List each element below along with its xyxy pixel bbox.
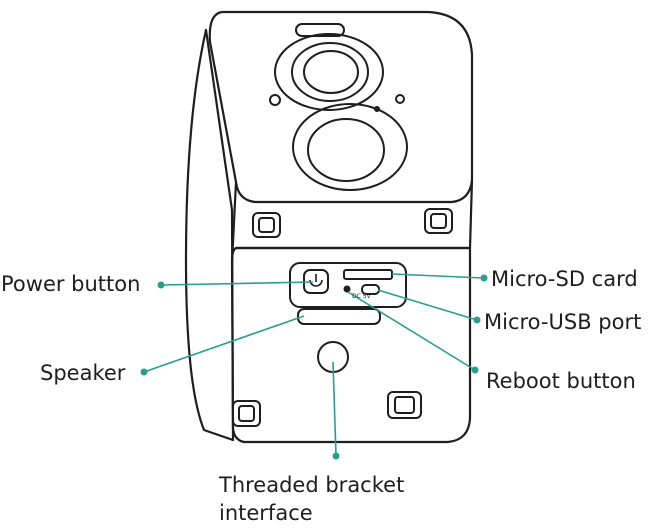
- callout-line-speaker: [143, 315, 305, 373]
- label-threaded-bracket-line2: interface: [219, 501, 313, 525]
- lens-module: [269, 23, 408, 191]
- reboot-pinhole: [343, 285, 351, 293]
- foot-top-left-inner: [258, 217, 275, 233]
- left-sensor: [269, 94, 281, 106]
- callout-line-reboot: [347, 291, 476, 371]
- control-panel: [289, 262, 407, 308]
- camera-housing: [208, 10, 474, 204]
- callout-line-micro-sd: [391, 273, 485, 279]
- callout-line-power: [160, 281, 314, 286]
- speaker-grille: [297, 308, 381, 325]
- callout-line-bracket: [332, 361, 337, 457]
- micro-sd-slot: [343, 269, 393, 280]
- label-micro-usb-port: Micro-USB port: [484, 310, 642, 334]
- upper-lens-ring: [274, 33, 384, 111]
- camera-side-face: [184, 28, 235, 442]
- callout-dot-speaker: [140, 368, 148, 376]
- callout-dot-power: [157, 281, 165, 289]
- upper-lens-glass: [303, 50, 359, 94]
- main-lens-glass: [307, 118, 385, 182]
- label-reboot-button: Reboot button: [486, 369, 636, 393]
- upper-lens-ring-inner: [291, 42, 369, 102]
- label-threaded-bracket-line1: Threaded bracket: [219, 473, 405, 497]
- dc-5v-marking: DC 5V: [352, 293, 371, 300]
- label-power-button: Power button: [1, 272, 141, 296]
- foot-bottom-left: [232, 400, 261, 427]
- callout-dot-reboot: [471, 366, 479, 374]
- callout-dot-bracket: [332, 452, 340, 460]
- foot-top-left: [252, 212, 281, 238]
- camera-edge-front-right: [468, 178, 474, 250]
- foot-bottom-right: [387, 391, 422, 419]
- main-lens-ring: [292, 103, 408, 191]
- label-speaker: Speaker: [40, 361, 126, 385]
- callout-line-micro-usb: [377, 289, 478, 321]
- right-sensor: [395, 94, 405, 104]
- label-micro-sd-card: Micro-SD card: [491, 267, 638, 291]
- foot-bottom-left-inner: [238, 405, 255, 422]
- foot-bottom-right-inner: [394, 396, 415, 414]
- callout-dot-micro-usb: [473, 316, 481, 324]
- indicator-slot: [295, 23, 345, 37]
- foot-top-right-inner: [430, 213, 447, 229]
- camera-edge-front-left: [230, 180, 238, 264]
- foot-top-right: [424, 208, 453, 234]
- callout-dot-micro-sd: [480, 274, 488, 282]
